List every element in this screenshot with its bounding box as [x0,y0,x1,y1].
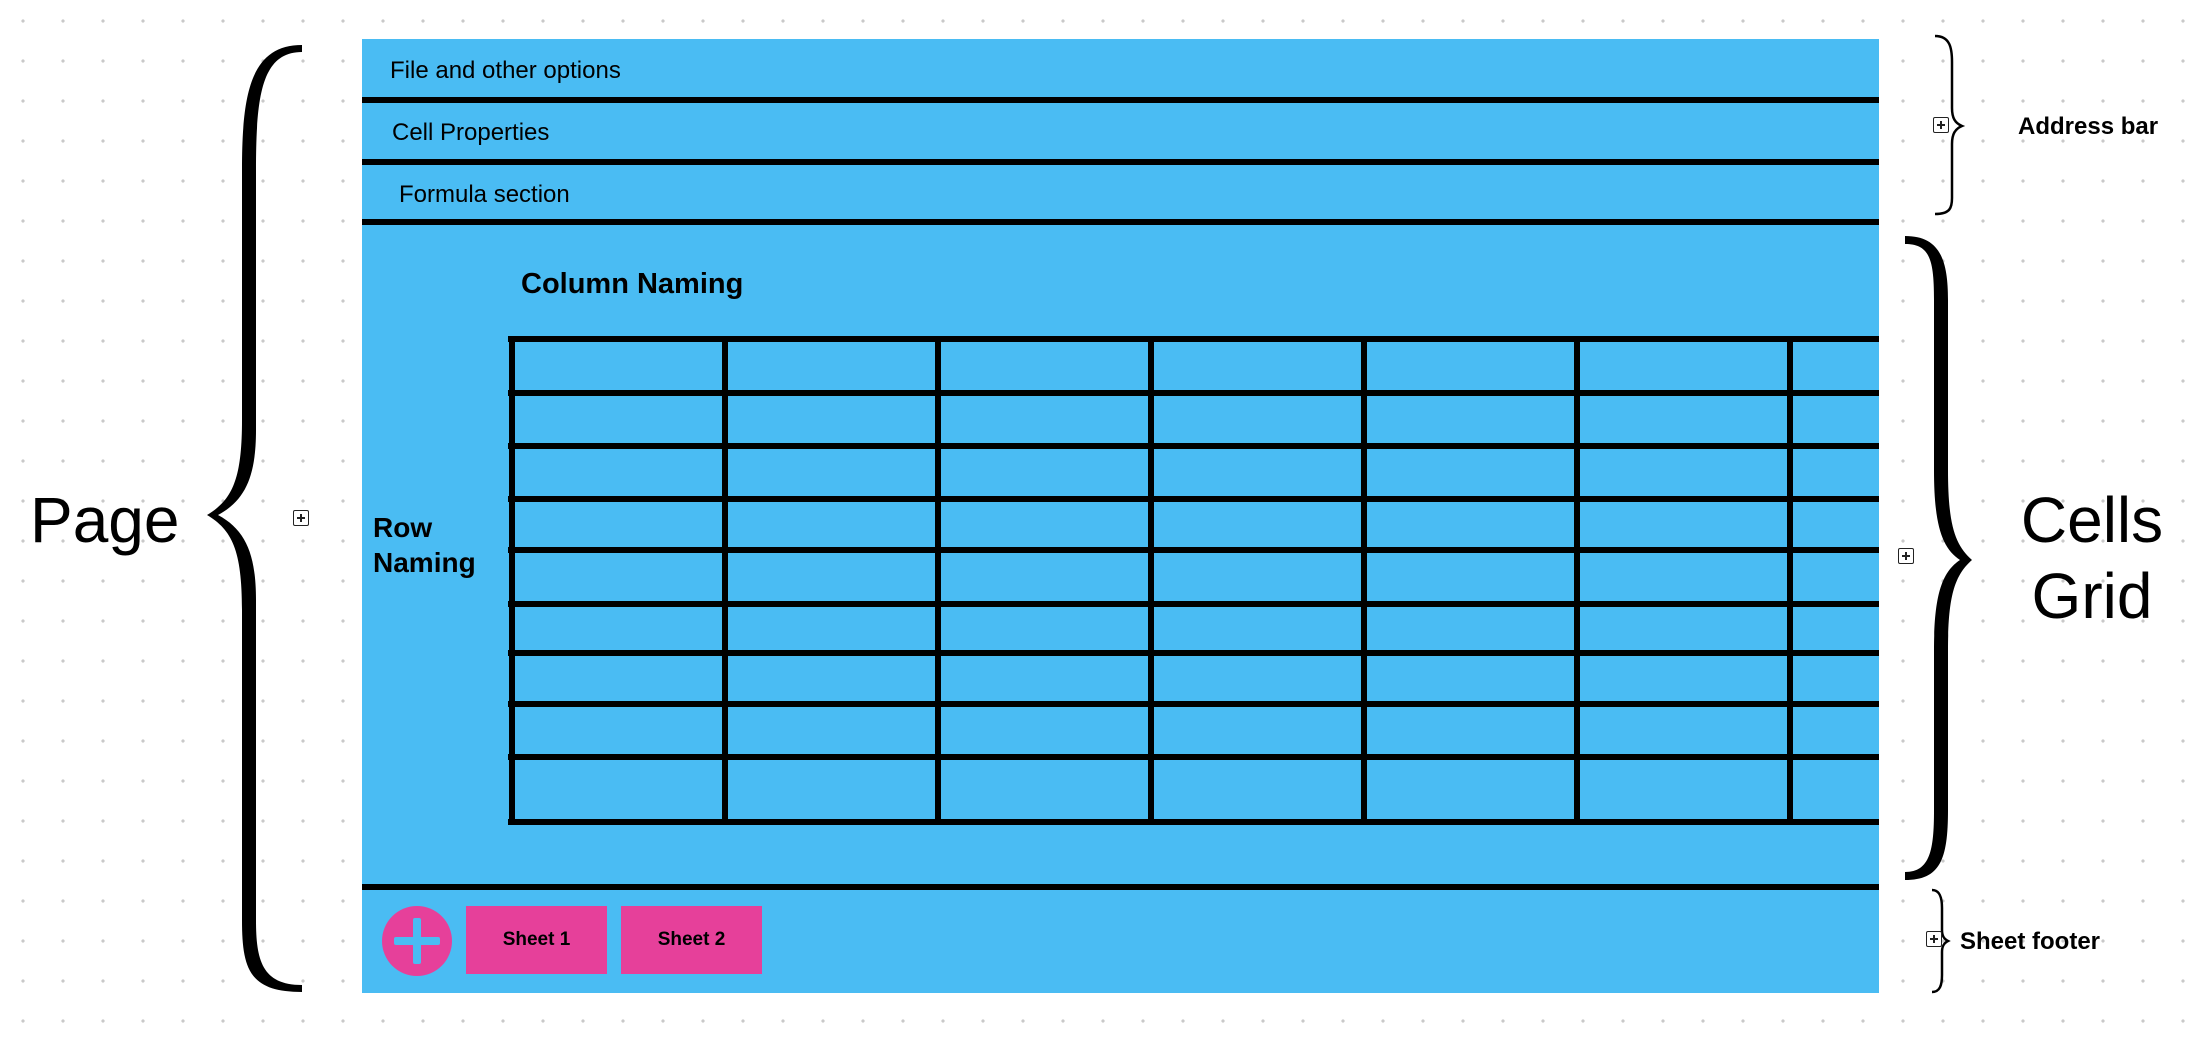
file-options-bar[interactable]: File and other options [390,57,621,84]
add-sheet-button[interactable] [382,906,452,976]
formula-section-bar[interactable]: Formula section [399,181,570,208]
divider-line [362,159,1879,165]
column-naming-label: Column Naming [521,268,744,300]
address-bar-brace [1934,34,1966,216]
expand-icon[interactable] [1898,548,1914,564]
divider-line [362,219,1879,225]
cells-grid-brace [1905,236,1972,880]
sheet-tab-2[interactable]: Sheet 2 [621,906,762,974]
sheet-footer-annotation: Sheet footer [1960,928,2101,955]
expand-icon[interactable] [1926,931,1942,947]
expand-icon[interactable] [293,510,309,526]
page-annotation: Page [30,484,180,556]
cells-grid-annotation: Cells Grid [2020,484,2164,632]
page-frame [362,39,1879,993]
cell-properties-bar[interactable]: Cell Properties [392,119,550,146]
sheet-footer-brace [1931,888,1951,994]
row-naming-label: Row Naming [373,512,476,578]
sheet-tab-1[interactable]: Sheet 1 [466,906,607,974]
address-bar-annotation: Address bar [2018,113,2159,140]
divider-line [362,97,1879,103]
footer-divider-line [362,884,1879,890]
page-brace [207,45,302,992]
expand-icon[interactable] [1933,117,1949,133]
